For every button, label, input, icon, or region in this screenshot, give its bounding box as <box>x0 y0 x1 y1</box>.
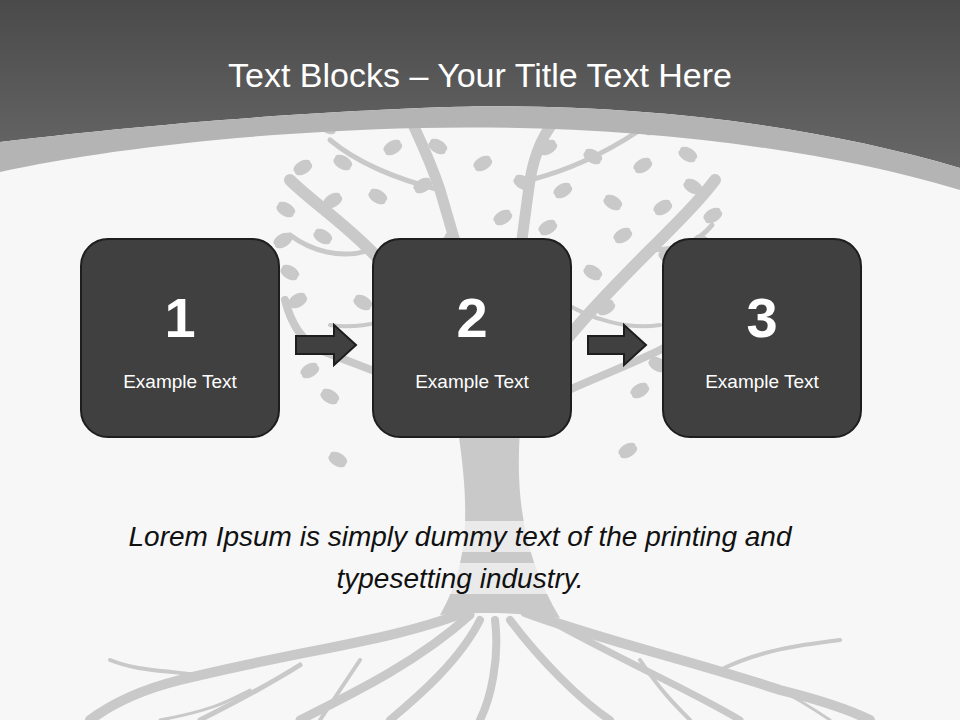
block-arrow <box>588 325 646 365</box>
step-text: Example Text <box>415 370 529 394</box>
band-stripe <box>0 106 960 190</box>
step-number: 1 <box>164 290 195 346</box>
slide-title: Text Blocks – Your Title Text Here <box>0 52 960 98</box>
step-box: 2Example Text <box>372 238 572 438</box>
step-text: Example Text <box>705 370 819 394</box>
step-number: 3 <box>746 290 777 346</box>
caption-line: Lorem Ipsum is simply dummy text of the … <box>129 521 792 594</box>
step-text: Example Text <box>123 370 237 394</box>
block-arrow <box>296 325 356 365</box>
step-box: 1Example Text <box>80 238 280 438</box>
step-number: 2 <box>456 290 487 346</box>
step-box: 3Example Text <box>662 238 862 438</box>
caption-text: Lorem Ipsum is simply dummy text of the … <box>110 516 810 600</box>
